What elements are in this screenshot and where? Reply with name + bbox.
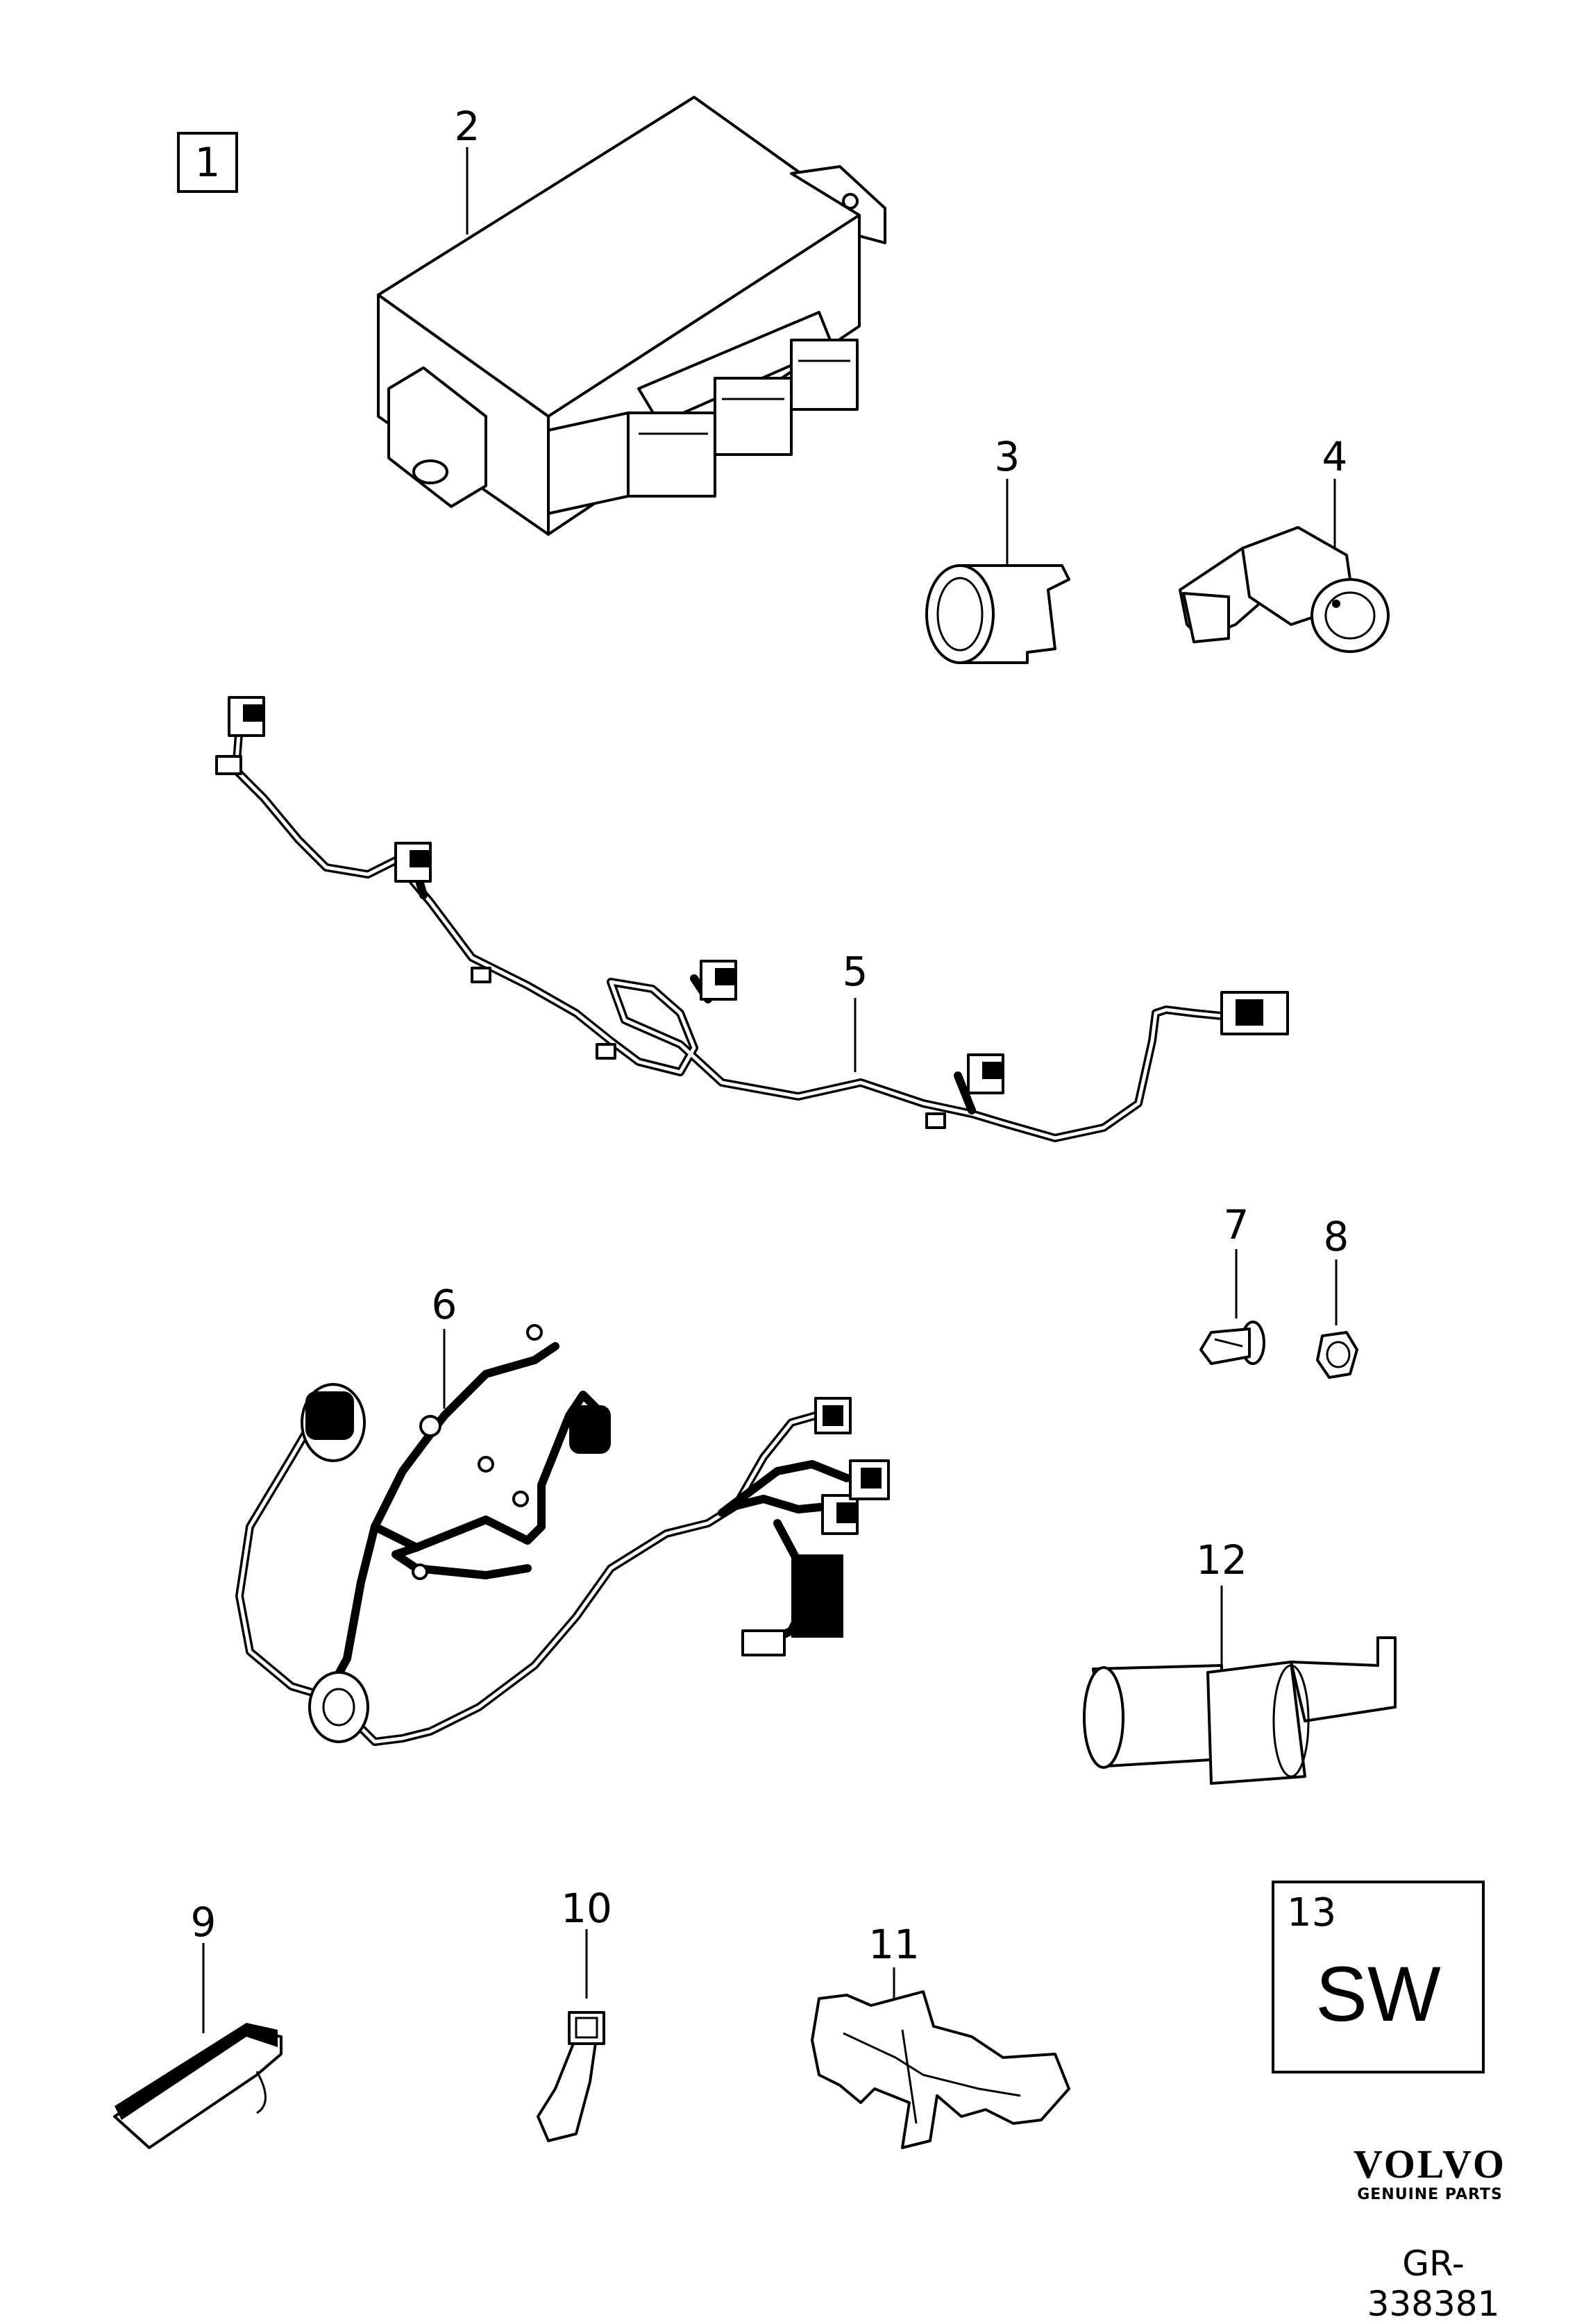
harness-clips	[412, 1324, 543, 1580]
part-10-cable-tie	[537, 1929, 605, 2142]
part-4-parking-sensor	[1179, 479, 1390, 653]
software-box: 13 SW	[1272, 1881, 1485, 2073]
part-5-wiring-harness	[215, 696, 1289, 1142]
callout-3: 3	[995, 433, 1020, 480]
part-7-rivet	[1199, 1249, 1265, 1365]
callout-11: 11	[868, 1921, 920, 1968]
software-box-label: SW	[1315, 1951, 1441, 2037]
volvo-logo: VOLVO GENUINE PARTS	[1333, 2141, 1527, 2204]
brand-tagline: GENUINE PARTS	[1357, 2186, 1503, 2203]
callout-5: 5	[843, 948, 868, 995]
software-box-number: 13	[1287, 1890, 1337, 1935]
part-8-nut	[1316, 1259, 1358, 1379]
part-3-sensor-holder	[925, 479, 1070, 664]
brand-name: VOLVO	[1353, 2141, 1507, 2187]
callout-9: 9	[191, 1899, 217, 1946]
callout-6: 6	[432, 1281, 457, 1328]
group-number-box: 1	[177, 132, 238, 193]
callout-7: 7	[1224, 1201, 1249, 1248]
callout-10: 10	[561, 1885, 612, 1932]
part-9-tape	[113, 1943, 283, 2149]
part-11-bracket	[811, 1967, 1070, 2149]
diagram-reference-number: GR-338381	[1367, 2244, 1500, 2324]
callout-8: 8	[1324, 1213, 1349, 1260]
callout-12: 12	[1196, 1536, 1247, 1584]
part-12-sensor-tool	[1083, 1586, 1397, 1785]
part-2-control-module	[377, 96, 886, 536]
callout-2: 2	[455, 103, 480, 150]
part-6-rear-wiring-harness	[235, 1324, 890, 1746]
callout-4: 4	[1322, 433, 1348, 480]
